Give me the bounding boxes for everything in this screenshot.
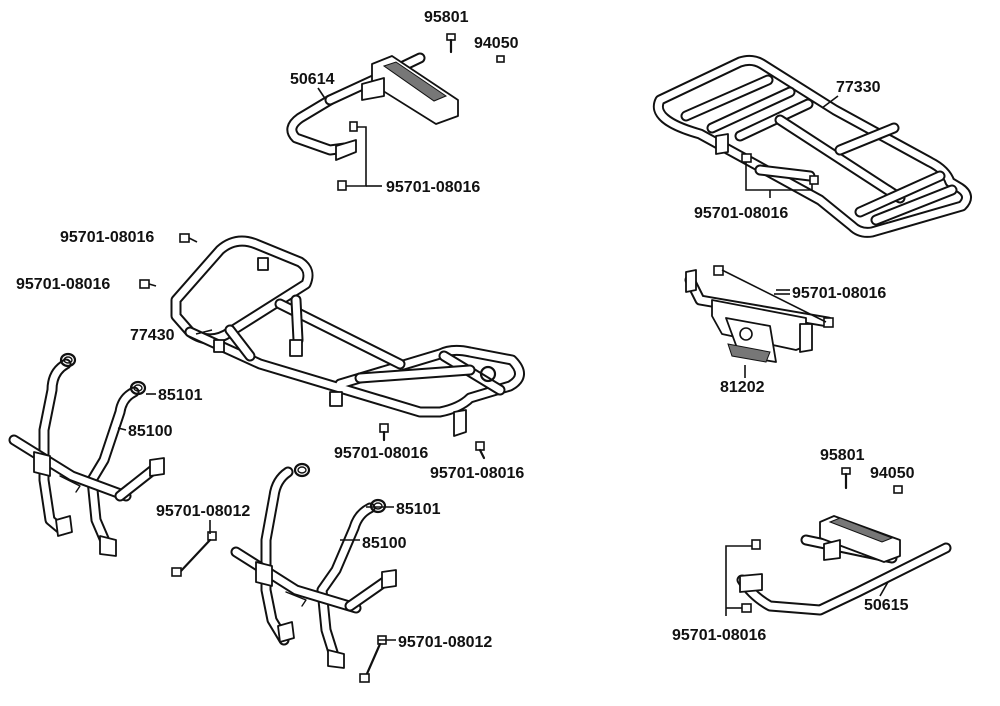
label-95701-08016-c: 95701-08016	[60, 229, 154, 246]
label-95701-08016-h: 95701-08016	[672, 627, 766, 644]
bolt-95801-top	[446, 33, 456, 54]
bolt-95701-08012-b	[359, 635, 387, 683]
part-50614-bracket	[286, 52, 459, 161]
label-95701-08016-f: 95701-08016	[334, 445, 428, 462]
nut-94050-bottom	[893, 485, 903, 494]
label-95701-08012-a: 95701-08012	[156, 503, 250, 520]
label-85101-a: 85101	[158, 387, 203, 404]
part-85101-grommet-b	[293, 462, 387, 514]
label-85101-b: 85101	[396, 501, 441, 518]
part-77330-rack	[653, 54, 972, 238]
part-85101-grommet-a	[59, 352, 147, 396]
bolts-95701-08016-b	[741, 153, 819, 198]
bolt-95701-08016-e	[139, 279, 157, 289]
label-94050-top: 94050	[474, 35, 519, 52]
bolts-95701-08016-c	[713, 265, 834, 328]
label-81202: 81202	[720, 379, 765, 396]
part-77430-rack	[170, 235, 525, 437]
bolts-95701-08016-h	[725, 539, 761, 616]
bolt-95701-08016-d	[179, 233, 198, 243]
label-95701-08016-d: 95701-08016	[16, 276, 110, 293]
label-50614: 50614	[290, 71, 335, 88]
label-77330: 77330	[836, 79, 881, 96]
label-95801-bottom: 95801	[820, 447, 865, 464]
bolt-95801-bottom	[841, 467, 851, 490]
bolt-95701-08012-a	[171, 531, 217, 577]
nut-94050-top	[496, 55, 505, 63]
bolt-95701-08016-f	[379, 423, 389, 442]
label-85100-a: 85100	[128, 423, 173, 440]
label-95701-08016-g: 95701-08016	[430, 465, 524, 482]
label-95701-08012-b: 95701-08012	[398, 634, 492, 651]
bolt-95701-08016-g	[475, 441, 486, 460]
leader-lines	[117, 87, 889, 641]
label-77430: 77430	[130, 327, 175, 344]
label-50615: 50615	[864, 597, 909, 614]
part-85100-frame-a	[8, 358, 165, 557]
label-95701-08016-a: 95701-08016	[386, 179, 480, 196]
label-85100-b: 85100	[362, 535, 407, 552]
bolts-95701-08016-a	[337, 121, 382, 191]
part-labels: 95801 94050 50614 95701-08016 77330 9570…	[16, 9, 915, 651]
label-95701-08016-e: 95701-08016	[792, 285, 886, 302]
part-81202-bracket	[684, 269, 834, 363]
label-95701-08016-b: 95701-08016	[694, 205, 788, 222]
part-85100-frame-b	[230, 466, 397, 669]
part-50615-bracket	[736, 515, 952, 616]
label-94050-bottom: 94050	[870, 465, 915, 482]
label-95801-top: 95801	[424, 9, 469, 26]
